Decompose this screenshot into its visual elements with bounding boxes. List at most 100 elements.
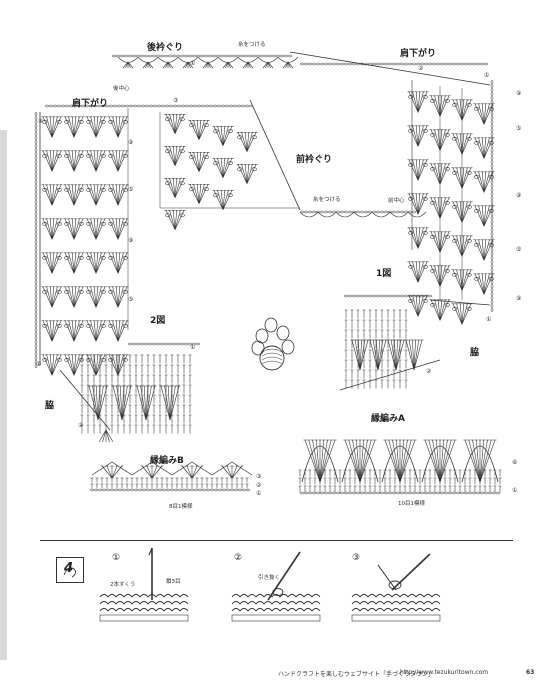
row-marker: ⑤ [128,296,134,303]
chain-stitch [216,104,222,108]
chart-stroke [186,465,193,479]
chain-stitch [139,54,145,58]
chart-stroke [49,354,53,376]
chain-stitch [192,104,198,108]
chain-stitch [403,294,409,298]
chain-stitch [359,210,365,214]
chart-stroke [319,439,332,483]
chart-stroke [377,339,384,371]
chart-stroke [227,61,231,69]
picot [408,162,414,167]
chain-stitch [240,104,246,108]
chart-stroke [49,320,53,342]
chart-stroke [142,61,149,69]
chain-stitch [34,327,38,333]
chain-stitch [343,62,349,66]
chain-stitch [347,294,353,298]
chart-stroke [461,235,468,257]
chart-stroke [376,339,379,371]
chain-stitch [88,104,94,108]
chain-stitch [34,231,38,237]
chart-stroke [46,150,53,172]
picot [108,289,114,294]
chart-stroke [68,286,75,308]
picot [100,323,106,328]
picot [165,117,171,122]
yarn-base [351,614,441,622]
chain-stitch [177,488,183,492]
chart-stroke [439,197,446,219]
chart-stroke [162,61,169,69]
chain-stitch [34,331,38,337]
picot [86,153,92,158]
footer-url[interactable]: http://www.tezukuritown.com [400,669,489,676]
chart-stroke [46,218,53,240]
chart-stroke [267,61,271,69]
row-marker: ⑨ [516,192,522,199]
chart-stroke [220,190,224,210]
picot [422,162,428,167]
chain-stitch [490,235,494,241]
chain-stitch [113,488,119,492]
chart-stroke [348,439,361,483]
chart-stroke [117,218,124,240]
chain-stitch [105,488,111,492]
chart-stroke [459,201,463,223]
chain-stitch [34,139,38,145]
chain-stitch [490,131,494,137]
chart-stroke [95,116,102,138]
chart-stroke [417,193,421,215]
chain-stitch [48,104,54,108]
chain-stitch [347,62,353,66]
chain-stitch [119,54,125,58]
row-marker: ⑨ [516,295,522,302]
chart-stroke [51,320,55,342]
chart-stroke [472,439,481,483]
chain-stitch [490,251,494,257]
picot [452,204,458,209]
picot [122,357,128,362]
yarn-join-note-1: 糸をつける [238,42,266,48]
picot [466,103,472,107]
chain-stitch [363,294,369,298]
chain-stitch [56,104,62,108]
chart-stroke [267,61,274,69]
chain-stitch [191,342,197,346]
chain-stitch [159,54,165,58]
chain-stitch [129,488,135,492]
arc-stitch [371,211,391,218]
chain-stitch [131,342,137,346]
chain-stitch [34,175,38,181]
row-marker: ① [190,344,196,351]
chart-stroke [377,564,397,591]
balloon-icon [281,339,295,355]
chart-stroke [111,465,123,479]
picot [108,221,114,226]
picot [108,120,114,124]
chain-stitch [490,291,494,297]
chart-stroke [68,184,75,206]
picot [408,298,414,303]
chart-stroke [112,218,119,240]
chain-stitch [169,488,175,492]
chain-stitch [443,62,449,66]
chain-stitch [283,54,289,58]
chain-stitch [34,343,38,349]
chart-stroke [245,61,249,69]
chart-stroke [412,227,419,249]
chart-stroke [160,385,171,421]
chart-stroke [207,61,214,69]
chart-stroke [388,439,401,483]
chart-stroke [483,205,487,227]
picot [466,204,472,209]
chart-stroke [49,116,53,138]
chain-stitch [188,104,194,108]
chain-stitch [439,62,445,66]
chart-stroke [478,239,485,261]
chart-stroke [399,439,408,483]
chain-stitch [343,210,349,214]
chart-stroke [112,116,119,138]
chart-stroke [231,465,238,479]
chart-stroke [112,286,119,308]
